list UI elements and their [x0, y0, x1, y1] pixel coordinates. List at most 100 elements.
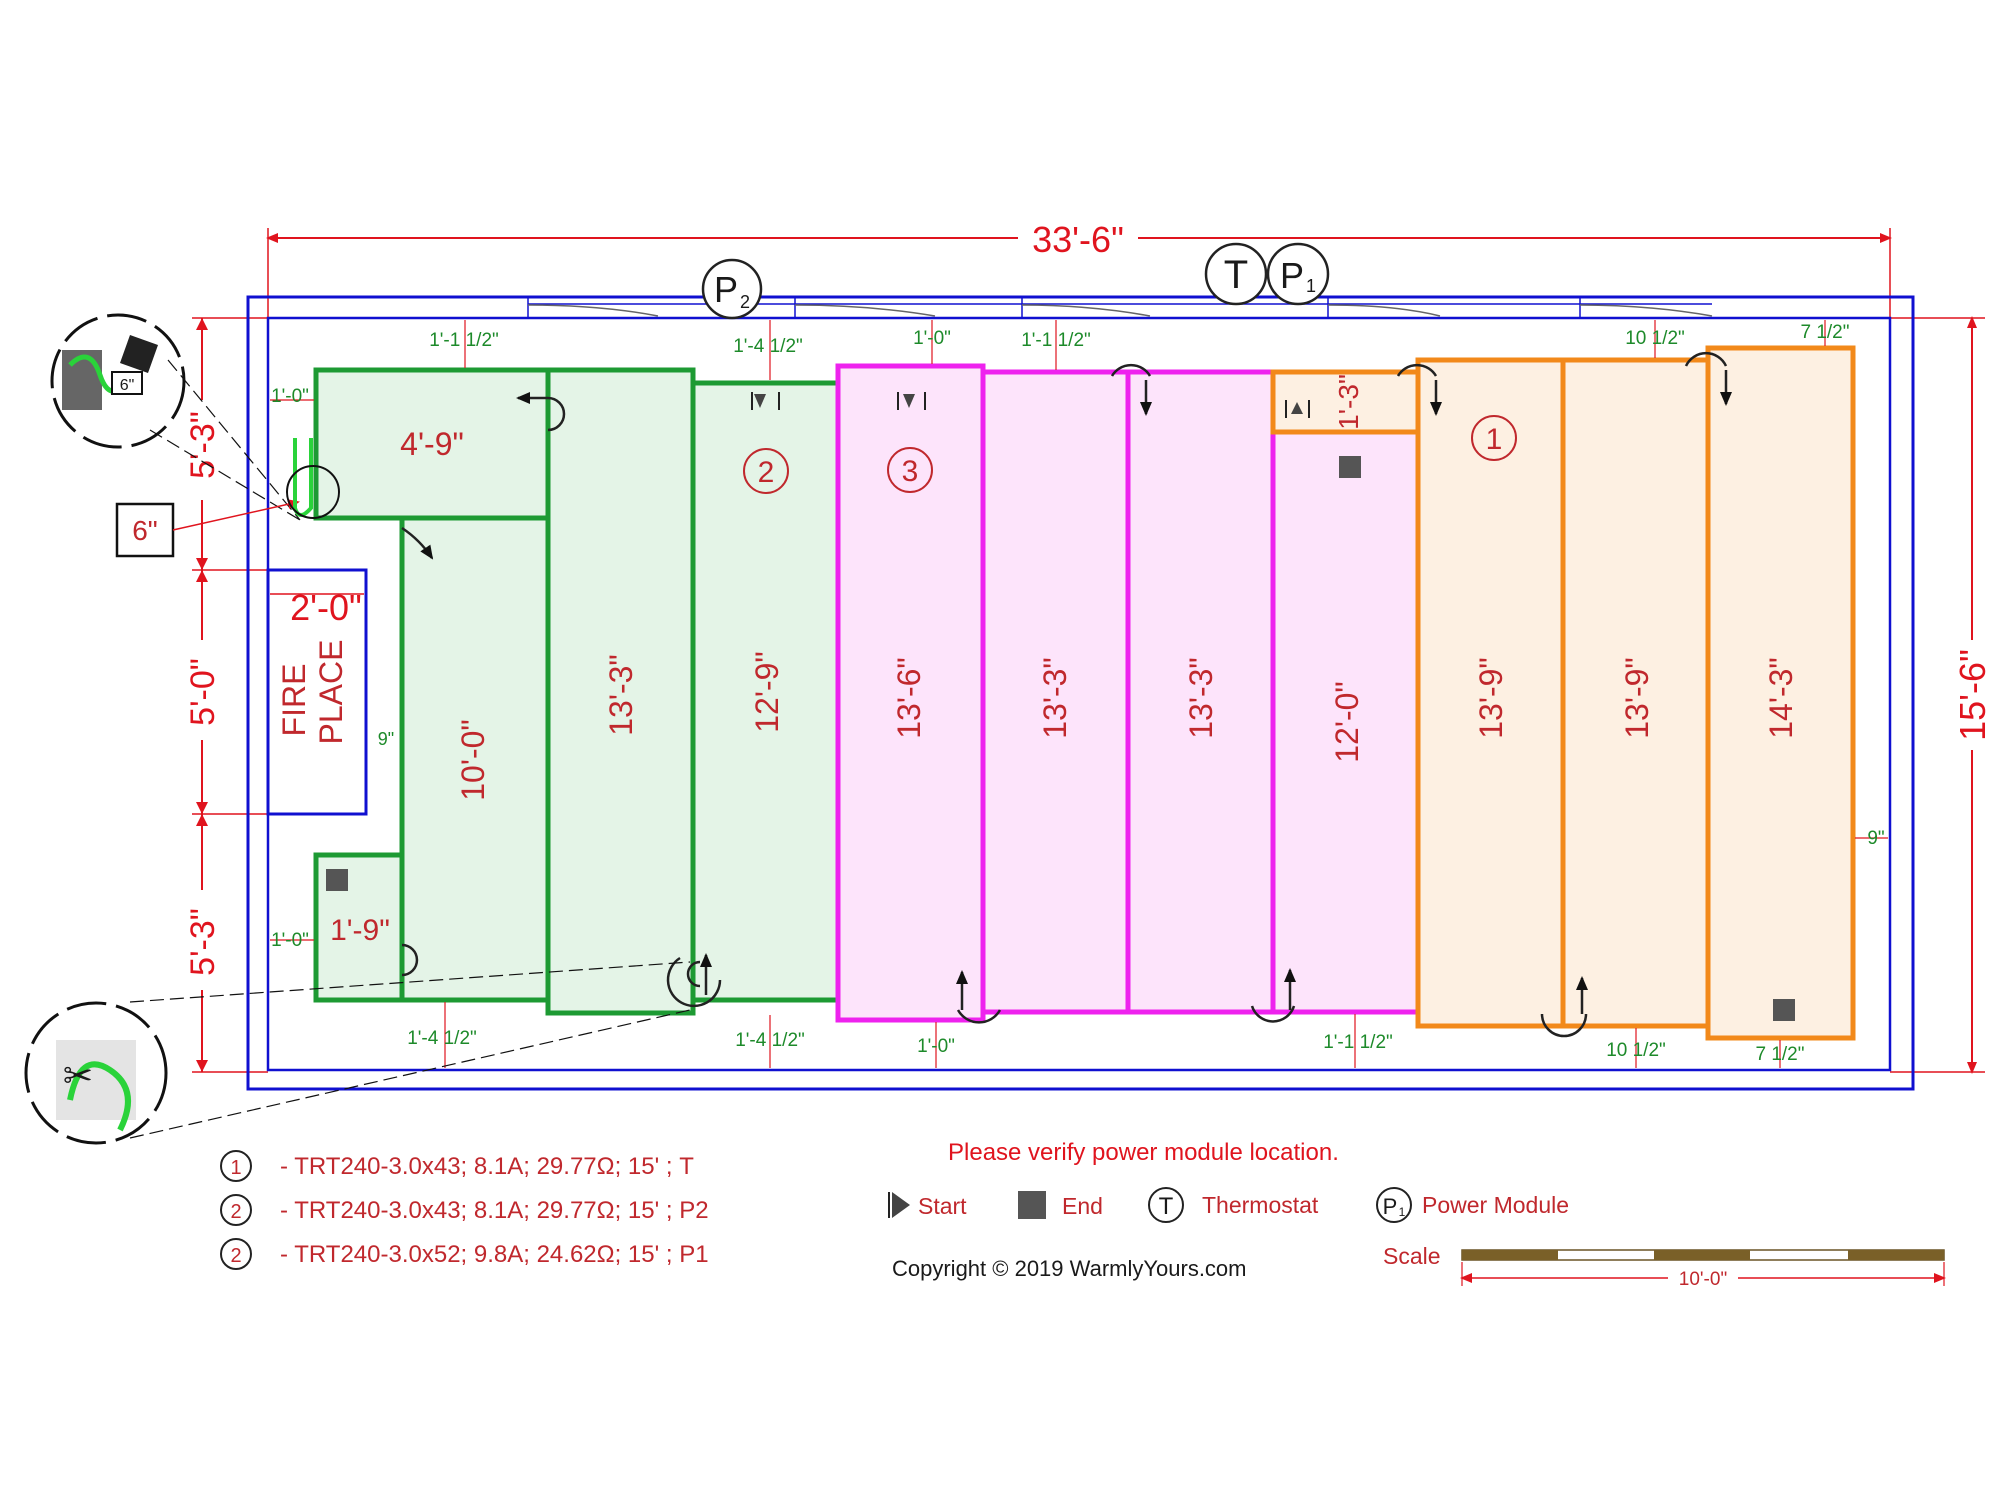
svg-text:2: 2 — [230, 1245, 241, 1267]
svg-text:1: 1 — [1399, 1205, 1406, 1219]
svg-text:7 1/2": 7 1/2" — [1800, 322, 1849, 343]
scissors-icon: ✂ — [63, 1055, 93, 1096]
fireplace-label-2: PLACE — [313, 640, 349, 745]
legend-end: End — [1018, 1191, 1103, 1219]
cable-legend: 1 - TRT240-3.0x43; 8.1A; 29.77Ω; 15' ; T… — [220, 1150, 709, 1270]
fireplace-label-1: FIRE — [276, 664, 312, 737]
inset-detail-bottom: ✂ — [24, 961, 691, 1145]
legend-thermostat: T Thermostat — [1148, 1187, 1319, 1223]
svg-text:2: 2 — [758, 456, 775, 489]
start-marker-icon — [892, 1192, 910, 1218]
svg-text:10 1/2": 10 1/2" — [1606, 1040, 1666, 1061]
svg-text:1'-1 1/2": 1'-1 1/2" — [429, 330, 499, 351]
verify-note: Please verify power module location. — [948, 1139, 1339, 1166]
power-module-p2-icon: P 2 — [701, 258, 763, 320]
copyright: Copyright © 2019 WarmlyYours.com — [892, 1256, 1247, 1281]
svg-text:- TRT240-3.0x52; 9.8A; 24.62Ω;: - TRT240-3.0x52; 9.8A; 24.62Ω; 15' ; P1 — [280, 1241, 709, 1268]
top-wall-symbols: P 2 T P 1 — [701, 242, 1330, 320]
svg-text:10 1/2": 10 1/2" — [1625, 328, 1685, 349]
legend-row-1: 1 - TRT240-3.0x43; 8.1A; 29.77Ω; 15' ; T — [220, 1150, 694, 1182]
small-dimension-labels: 1'-1 1/2" 1'-4 1/2" 1'-0" 1'-1 1/2" 10 1… — [271, 322, 1885, 1065]
svg-text:1: 1 — [230, 1157, 241, 1179]
strip-m3: 13'-3" — [1183, 657, 1219, 739]
left-dim-bottom: 5'-3" — [184, 908, 222, 976]
strip-o3: 14'-3" — [1763, 657, 1799, 739]
svg-text:9": 9" — [1867, 828, 1884, 849]
svg-text:1: 1 — [1486, 423, 1503, 456]
left-dim-middle: 5'-0" — [184, 658, 222, 726]
inset-label: 6" — [120, 377, 135, 394]
overall-height-dimension: 15'-6" — [1890, 316, 1993, 1074]
svg-text:1: 1 — [1306, 276, 1316, 296]
left-dimensions: 5'-3" 5'-0" 5'-3" — [184, 317, 360, 1073]
svg-text:1'-4 1/2": 1'-4 1/2" — [733, 336, 803, 357]
svg-text:3: 3 — [902, 455, 919, 488]
strip-g-small: 1'-9" — [330, 914, 390, 947]
svg-text:1'-0": 1'-0" — [913, 328, 951, 349]
fireplace: 2'-0" FIRE PLACE 9" — [266, 568, 394, 816]
end-marker-icon — [1018, 1191, 1046, 1219]
end-marker-icon — [1773, 999, 1795, 1021]
zone-3-magenta: 13'-6" 13'-3" 13'-3" 12'-0" 3 — [835, 363, 1421, 1023]
svg-text:1'-1 1/2": 1'-1 1/2" — [1021, 330, 1091, 351]
strip-m2: 13'-3" — [1037, 657, 1073, 739]
svg-text:T: T — [1224, 253, 1248, 297]
overall-width-dimension: 33'-6" — [266, 219, 1892, 320]
turn-arrows — [401, 351, 1732, 1038]
zone-1-orange: 1'-3" 13'-9" 13'-9" 14'-3" 1 — [1270, 345, 1856, 1041]
scale-bar: Scale 10'-0" — [1383, 1243, 1946, 1290]
svg-text:1'-0": 1'-0" — [271, 930, 309, 951]
svg-text:- TRT240-3.0x43; 8.1A; 29.77Ω;: - TRT240-3.0x43; 8.1A; 29.77Ω; 15' ; T — [280, 1153, 694, 1180]
end-marker-icon — [1339, 456, 1361, 478]
svg-text:10'-0": 10'-0" — [1679, 1269, 1727, 1290]
zone-1-number-icon: 1 — [1471, 415, 1517, 461]
start-marker-icon — [754, 394, 766, 408]
overall-height-label: 15'-6" — [1952, 649, 1993, 741]
symbol-legend: Please verify power module location. Sta… — [888, 1139, 1569, 1281]
legend-start: Start — [888, 1192, 967, 1219]
small-dimensions — [270, 320, 1888, 1068]
svg-text:- TRT240-3.0x43; 8.1A; 29.77Ω;: - TRT240-3.0x43; 8.1A; 29.77Ω; 15' ; P2 — [280, 1197, 709, 1224]
end-marker-icon — [326, 869, 348, 891]
legend-power-module: P 1 Power Module — [1376, 1187, 1569, 1223]
svg-text:T: T — [1159, 1193, 1174, 1220]
svg-text:7 1/2": 7 1/2" — [1755, 1044, 1804, 1065]
zone-2-number-icon: 2 — [743, 448, 789, 494]
inset-detail-top: 6" — [50, 313, 301, 521]
svg-text:P: P — [1280, 255, 1304, 296]
svg-text:1'-1 1/2": 1'-1 1/2" — [1323, 1032, 1393, 1053]
svg-text:1'-0": 1'-0" — [271, 386, 309, 407]
strip-m-small: 1'-3" — [1333, 374, 1364, 430]
start-marker-icon — [903, 394, 915, 408]
legend-row-3: 2 - TRT240-3.0x52; 9.8A; 24.62Ω; 15' ; P… — [220, 1238, 709, 1270]
svg-text:1'-4 1/2": 1'-4 1/2" — [735, 1030, 805, 1051]
svg-text:P: P — [714, 269, 738, 310]
strip-m4: 12'-0" — [1329, 681, 1365, 763]
strip-g-tall: 10'-0" — [455, 719, 491, 801]
fireplace-width-label: 2'-0" — [290, 587, 362, 628]
fireplace-gap-label: 9" — [378, 729, 394, 749]
left-dim-top: 5'-3" — [184, 411, 222, 479]
svg-text:End: End — [1062, 1193, 1103, 1219]
strip-o1: 13'-9" — [1473, 657, 1509, 739]
callout-6in: 6" — [115, 438, 340, 558]
power-module-p1-icon: P 1 — [1266, 242, 1330, 306]
strip-g2: 12'-9" — [749, 651, 785, 733]
strip-g-top: 4'-9" — [400, 426, 464, 462]
svg-text:6": 6" — [132, 515, 158, 546]
svg-text:Scale: Scale — [1383, 1243, 1441, 1269]
svg-text:1'-4 1/2": 1'-4 1/2" — [407, 1028, 477, 1049]
start-marker-icon — [1291, 402, 1303, 414]
svg-text:Thermostat: Thermostat — [1202, 1192, 1319, 1218]
zone-2-green: 4'-9" 10'-0" 1'-9" 13'-3" 12'-9" 2 — [313, 367, 841, 1016]
thermostat-icon: T — [1204, 242, 1268, 306]
strip-o2: 13'-9" — [1619, 657, 1655, 739]
svg-text:P: P — [1383, 1194, 1398, 1219]
svg-text:2: 2 — [230, 1201, 241, 1223]
legend-row-2: 2 - TRT240-3.0x43; 8.1A; 29.77Ω; 15' ; P… — [220, 1194, 709, 1226]
overall-width-label: 33'-6" — [1032, 219, 1124, 260]
strip-g1: 13'-3" — [603, 654, 639, 736]
svg-text:Start: Start — [918, 1193, 967, 1219]
svg-text:1'-0": 1'-0" — [917, 1036, 955, 1057]
